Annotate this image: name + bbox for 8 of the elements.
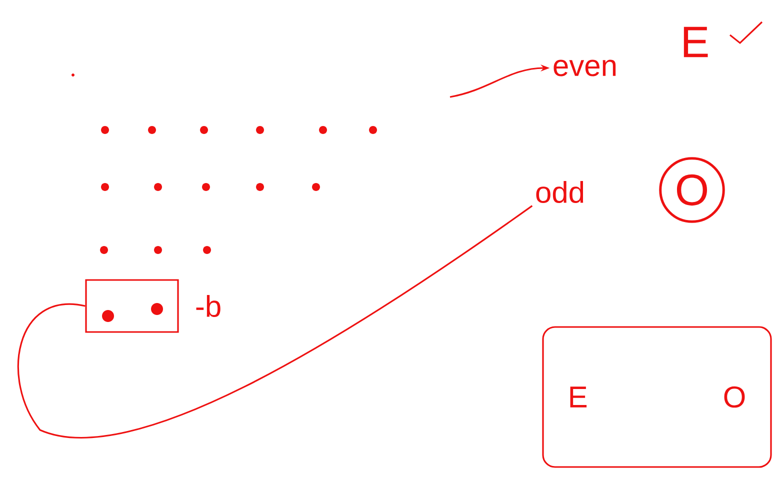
text: odd xyxy=(536,180,584,204)
outline-box xyxy=(85,279,179,333)
circled-letter: O xyxy=(659,157,725,223)
outline-box: E O xyxy=(542,326,772,468)
curve-line xyxy=(18,205,533,438)
letter: E xyxy=(684,26,708,58)
beside-text: -b xyxy=(196,294,220,318)
text: even xyxy=(554,60,616,76)
